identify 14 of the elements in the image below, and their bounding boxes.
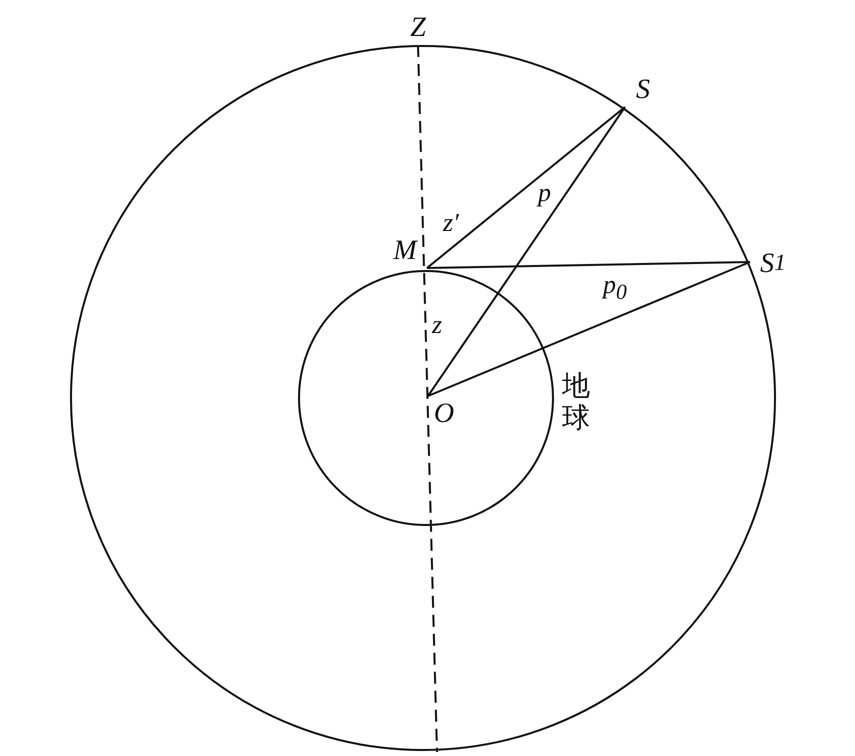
angle-label: p: [538, 180, 551, 206]
point-label: S: [625, 72, 661, 107]
angle-label: p$_{0}$: [603, 272, 627, 304]
angle-label: z: [432, 312, 442, 338]
earth-label: 地球: [562, 370, 591, 434]
point-label: O: [428, 396, 460, 432]
point-label: Z: [403, 10, 433, 45]
line: [426, 261, 750, 269]
line: [428, 261, 750, 397]
line: [427, 106, 626, 397]
point-label: M: [383, 233, 427, 268]
line: [426, 106, 626, 269]
angle-label: z′: [443, 210, 459, 236]
dashed-line: [417, 44, 438, 752]
